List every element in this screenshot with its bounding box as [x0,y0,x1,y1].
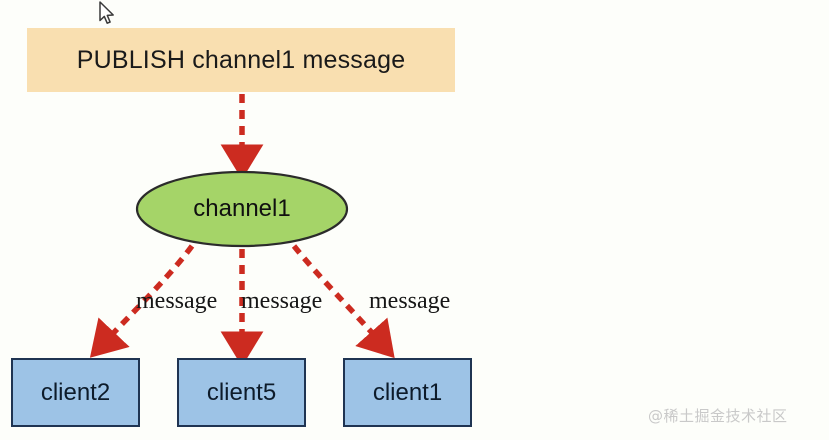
edge-label-message-client2: message [136,288,218,314]
client-node-client2: client2 [11,358,140,427]
client-node-client5: client5 [177,358,306,427]
watermark-text: @稀土掘金技术社区 [648,407,788,425]
arrow-pointer-icon [99,1,114,24]
client-node-label: client1 [372,378,443,406]
client-node-label: client2 [40,378,111,406]
channel-node-label: channel1 [193,195,291,222]
channel-node: channel1 [135,170,349,248]
channel-ellipse-shape [135,170,349,248]
publish-command-label: PUBLISH channel1 message [76,45,406,74]
edge-label-message-client5: message [241,288,323,314]
publish-command-box: PUBLISH channel1 message [27,28,455,92]
client-node-client1: client1 [343,358,472,427]
edge-label-message-client1: message [369,288,451,314]
client-node-label: client5 [206,378,277,406]
